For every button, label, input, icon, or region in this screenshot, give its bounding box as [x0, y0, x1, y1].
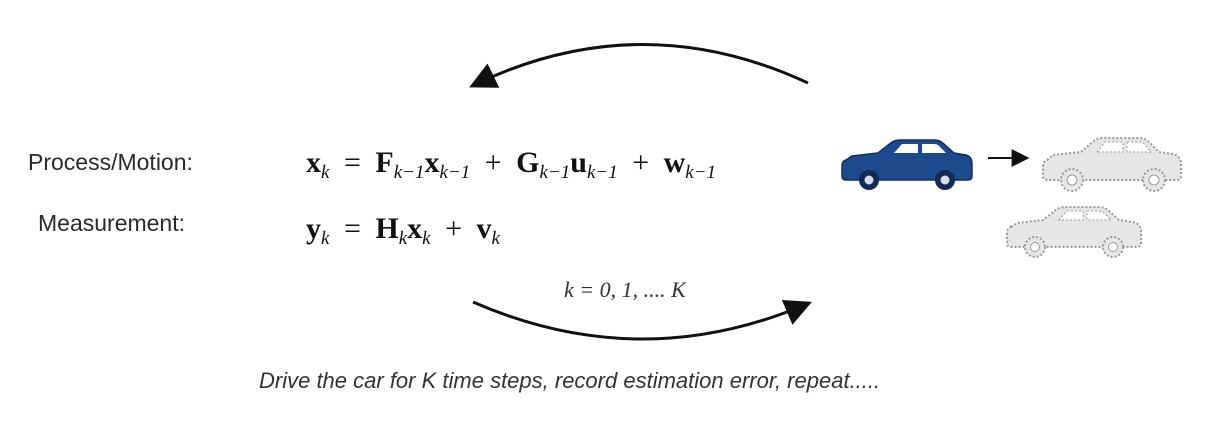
plus-sign: + [445, 212, 462, 245]
input-matrix-symbol: G [516, 146, 540, 179]
subscript: k−1 [393, 162, 425, 183]
subscript: k [398, 228, 408, 249]
equals-sign: = [343, 146, 361, 179]
process-noise-symbol: w [663, 146, 686, 179]
measurement-label: Measurement: [38, 210, 186, 236]
caption: Drive the car for K time steps, record e… [259, 368, 881, 393]
subscript: k [422, 228, 431, 249]
input-symbol: u [570, 146, 587, 179]
car-outline-icon [1042, 137, 1182, 192]
measurement-symbol: y [306, 212, 321, 245]
equals-sign: = [343, 212, 361, 245]
time-index-range: k = 0, 1, .... K [564, 277, 686, 302]
process-motion-label: Process/Motion: [28, 149, 193, 175]
feedback-arrow-bottom [472, 300, 812, 341]
process-equation: xk = Fk−1xk−1 + Gk−1uk−1 + wk−1 [306, 146, 717, 183]
car-outline-icon [1006, 206, 1142, 258]
observation-matrix-symbol: H [375, 212, 399, 245]
state-symbol: x [407, 212, 423, 245]
state-symbol: x [424, 146, 440, 179]
feedback-arrow-top [469, 43, 809, 88]
transition-matrix-symbol: F [375, 146, 394, 179]
state-symbol: x [306, 146, 321, 179]
plus-sign: + [632, 146, 650, 179]
subscript: k−1 [586, 162, 618, 183]
measurement-equation: yk = Hkxk + vk [306, 212, 500, 249]
subscript: k−1 [439, 162, 471, 183]
subscript: k [321, 162, 330, 183]
measurement-noise-symbol: v [476, 212, 492, 245]
subscript: k−1 [685, 162, 717, 183]
subscript: k−1 [539, 162, 571, 183]
plus-sign: + [484, 146, 502, 179]
subscript: k [321, 228, 330, 249]
car-icon [841, 139, 973, 190]
subscript: k [491, 228, 500, 249]
